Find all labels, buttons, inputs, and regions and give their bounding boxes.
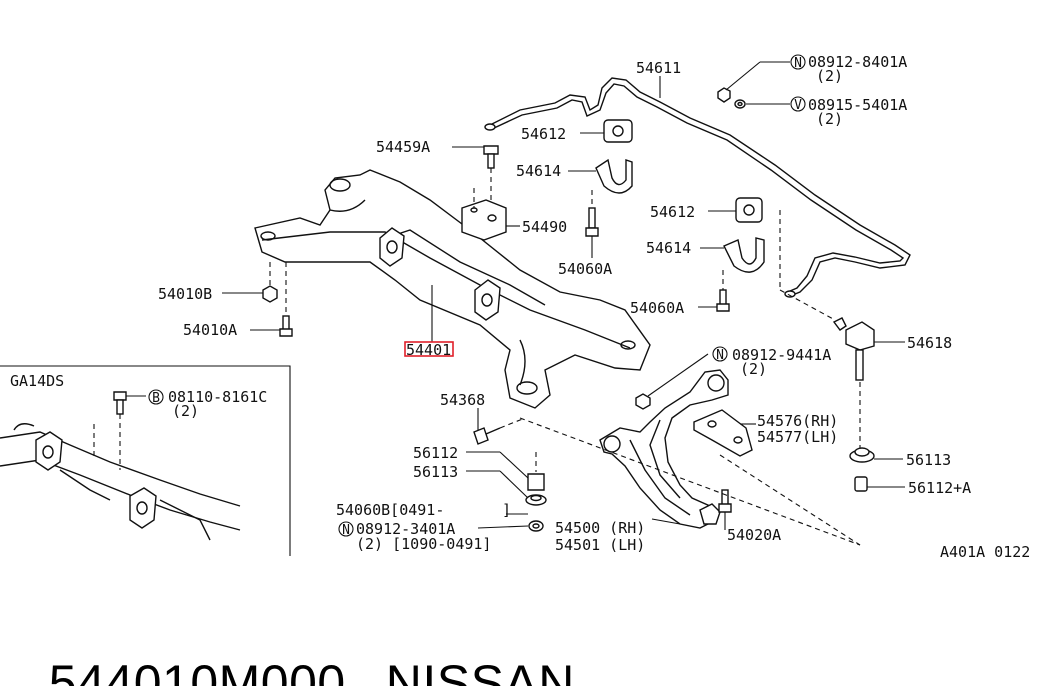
- inset-part-qty: (2): [172, 402, 199, 420]
- badge-N-08912-8401A: N: [790, 54, 806, 71]
- label-54611: 54611: [636, 59, 681, 77]
- inset-title: GA14DS: [10, 372, 64, 390]
- label-08915-5401A: 08915-5401A: [808, 96, 907, 114]
- label-54490: 54490: [522, 218, 567, 236]
- badge-letter: B: [152, 391, 160, 406]
- part-caption: 544010M000 NISSAN: [20, 596, 575, 686]
- bracket-54576: [693, 409, 756, 457]
- brand-name: NISSAN: [385, 655, 575, 686]
- badge-V-08915-5401A: V: [790, 96, 806, 113]
- part-number: 544010M000: [48, 655, 346, 686]
- bushing-56113-right: [849, 447, 903, 463]
- lower-arm-54500: [599, 369, 729, 529]
- label-56112-left: 56112: [413, 444, 458, 462]
- bolt-54010A: [250, 262, 293, 337]
- label-56112A-right: 56112+A: [908, 479, 971, 497]
- spacer-56112-left: [466, 451, 545, 491]
- inset-ga14ds: GA14DS B 08110-8161C (2): [0, 365, 291, 556]
- washer-08915-5401A: [734, 99, 790, 109]
- label-54010B: 54010B: [158, 285, 212, 303]
- label-08915-5401A-qty: (2): [816, 110, 843, 128]
- label-54368: 54368: [440, 391, 485, 409]
- label-54501: 54501 (LH): [555, 536, 645, 554]
- label-54010A: 54010A: [183, 321, 237, 339]
- label-54577: 54577(LH): [757, 428, 838, 446]
- bushing-54612-lower: [708, 197, 763, 223]
- label-54401: 54401: [406, 341, 451, 359]
- spacer-56112A-right: [854, 476, 905, 492]
- bracket-54614-lower: [700, 237, 765, 273]
- bolt-54060A-lower: [698, 270, 730, 312]
- label-08912-3401A-sub: (2) [1090-0491]: [356, 535, 491, 553]
- mount-54490: [461, 199, 520, 241]
- label-54020A: 54020A: [727, 526, 781, 544]
- label-54576: 54576(RH): [757, 412, 838, 430]
- label-54500: 54500 (RH): [555, 519, 645, 537]
- label-54612-lower: 54612: [650, 203, 695, 221]
- bolt-54368: [473, 408, 526, 445]
- bolt-54060A-upper: [585, 190, 599, 258]
- badge-B-08110-8161C: B: [148, 389, 164, 406]
- nut-54010B: [222, 262, 278, 303]
- label-54060B-end: ]: [502, 501, 511, 519]
- label-54618: 54618: [907, 334, 952, 352]
- nut-54060B: [528, 520, 544, 532]
- label-54060B: 54060B[0491-: [336, 501, 444, 519]
- badge-letter: V: [794, 98, 802, 113]
- label-54614-upper: 54614: [516, 162, 561, 180]
- nut-08912-8401A: [717, 61, 790, 103]
- label-56113-left: 56113: [413, 463, 458, 481]
- label-54614-lower: 54614: [646, 239, 691, 257]
- badge-letter: N: [794, 56, 802, 71]
- bushing-56113-left: [466, 470, 547, 506]
- bolt-54020A: [718, 489, 732, 530]
- badge-letter: N: [716, 348, 724, 363]
- label-54612-upper: 54612: [521, 125, 566, 143]
- label-08912-9441A: 08912-9441A: [732, 346, 831, 364]
- front-suspension-member-54401: [254, 169, 651, 409]
- label-54060A-lower: 54060A: [630, 299, 684, 317]
- badge-N-08912-3401A: N: [338, 521, 354, 538]
- inset-part-label: 08110-8161C: [168, 388, 267, 406]
- bushing-54612-upper: [580, 119, 633, 143]
- label-54060A-upper: 54060A: [558, 260, 612, 278]
- stabilizer-link-54618: [779, 289, 905, 448]
- bolt-54459A: [452, 145, 499, 208]
- label-08912-8401A-qty: (2): [816, 67, 843, 85]
- label-08912-8401A: 08912-8401A: [808, 53, 907, 71]
- label-54459A: 54459A: [376, 138, 430, 156]
- highlight-box-54401: [404, 341, 454, 357]
- nut-08912-9441A: [635, 353, 709, 410]
- label-56113-right: 56113: [906, 451, 951, 469]
- label-08912-9441A-qty: (2): [740, 360, 767, 378]
- stabilizer-bar: [484, 77, 911, 298]
- drawing-code: A401A 0122: [940, 543, 1030, 561]
- badge-letter: N: [342, 523, 350, 538]
- label-08912-3401A: 08912-3401A: [356, 520, 455, 538]
- bracket-54614-upper: [568, 158, 633, 194]
- badge-N-08912-9441A: N: [712, 346, 728, 363]
